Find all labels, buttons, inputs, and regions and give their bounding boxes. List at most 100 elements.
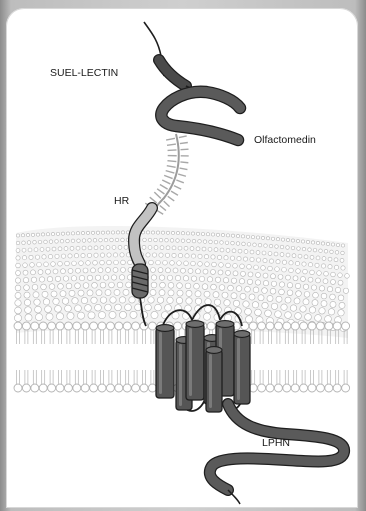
bristle — [160, 184, 168, 189]
lipid-tail — [59, 370, 62, 384]
lipid-head — [269, 244, 273, 248]
lipid-tail — [33, 370, 36, 384]
lipid-head — [198, 240, 202, 244]
lipid-head — [219, 285, 225, 291]
lipid-head — [55, 276, 60, 281]
lipid-head — [306, 240, 309, 243]
lipid-head — [214, 248, 218, 252]
lipid-head — [195, 298, 201, 304]
lipid-head — [266, 237, 269, 240]
lipid-head — [247, 264, 252, 269]
lipid-head — [321, 301, 327, 307]
lipid-head — [99, 238, 103, 242]
lipid-head — [42, 291, 48, 297]
lipid-head — [252, 302, 258, 308]
lipid-head — [308, 384, 316, 392]
lipid-head — [171, 231, 174, 234]
lipid-head — [61, 269, 66, 274]
bristle — [154, 192, 161, 198]
lipid-head — [106, 268, 111, 273]
lipid-head — [282, 267, 287, 272]
lipid-head — [67, 312, 74, 319]
lipid-head — [345, 274, 350, 279]
lipid-head — [129, 297, 135, 303]
lipid-head — [157, 297, 163, 303]
lipid-head — [256, 258, 260, 262]
lipid-head — [25, 307, 32, 314]
lipid-head — [52, 247, 56, 251]
gps-segment — [132, 264, 148, 298]
lipid-head — [247, 279, 252, 284]
lipid-head — [98, 384, 106, 392]
helix-body — [234, 334, 250, 404]
lipid-tail — [33, 330, 36, 344]
lipid-tail — [17, 370, 20, 384]
lipid-head — [46, 269, 51, 274]
lipid-head — [203, 269, 208, 274]
lipid-head — [217, 255, 221, 259]
lipid-head — [336, 243, 339, 246]
lipid-head — [65, 261, 70, 266]
lipid-head — [142, 245, 146, 249]
label-hr: HR — [114, 195, 130, 207]
lipid-head — [151, 231, 154, 234]
lipid-head — [258, 295, 264, 301]
lipid-head — [228, 285, 234, 291]
lipid-head — [232, 249, 236, 253]
lipid-head — [47, 276, 52, 281]
bristle — [180, 142, 188, 143]
lipid-head — [76, 246, 80, 250]
lipid-head — [303, 284, 308, 289]
lipid-head — [325, 322, 333, 330]
lipid-head — [301, 276, 306, 281]
lipid-head — [209, 240, 213, 244]
lipid-head — [76, 268, 81, 273]
lipid-head — [226, 263, 231, 268]
lipid-tail — [117, 330, 120, 344]
lipid-tail — [50, 370, 53, 384]
lipid-head — [220, 241, 224, 245]
lipid-head — [58, 283, 64, 289]
lipid-head — [64, 322, 72, 330]
lipid-head — [15, 300, 21, 306]
lipid-tail — [92, 330, 95, 344]
lipid-head — [14, 314, 21, 321]
gps-coil — [132, 264, 148, 298]
lipid-tail — [151, 330, 154, 344]
lipid-head — [79, 261, 84, 266]
lipid-head — [298, 254, 302, 258]
lipid-head — [275, 267, 280, 272]
lipid-head — [293, 276, 298, 281]
lipid-head — [148, 384, 156, 392]
lipid-head — [159, 238, 163, 242]
lipid-head — [40, 247, 44, 251]
lipid-head — [271, 281, 276, 286]
lipid-head — [132, 384, 140, 392]
lipid-tail — [126, 370, 129, 384]
lipid-head — [176, 239, 180, 243]
lipid-head — [32, 284, 38, 290]
lipid-head — [249, 294, 255, 300]
helix-body — [156, 328, 174, 398]
lipid-head — [331, 272, 336, 277]
lipid-head — [300, 384, 308, 392]
lipid-head — [64, 384, 72, 392]
lipid-head — [177, 283, 183, 289]
lipid-head — [145, 304, 152, 311]
lipid-head — [38, 270, 43, 275]
lipid-head — [328, 265, 332, 269]
lipid-head — [258, 243, 262, 247]
lipid-tail — [311, 370, 314, 384]
lipid-head — [106, 384, 114, 392]
lipid-head — [53, 269, 58, 274]
lipid-head — [56, 322, 64, 330]
lipid-head — [154, 246, 158, 250]
lipid-head — [88, 239, 92, 243]
lipid-head — [338, 295, 344, 301]
lipid-head — [42, 255, 46, 259]
bristle — [167, 161, 176, 162]
lipid-head — [128, 260, 133, 265]
lipid-head — [109, 282, 115, 288]
lipid-head — [45, 306, 52, 313]
